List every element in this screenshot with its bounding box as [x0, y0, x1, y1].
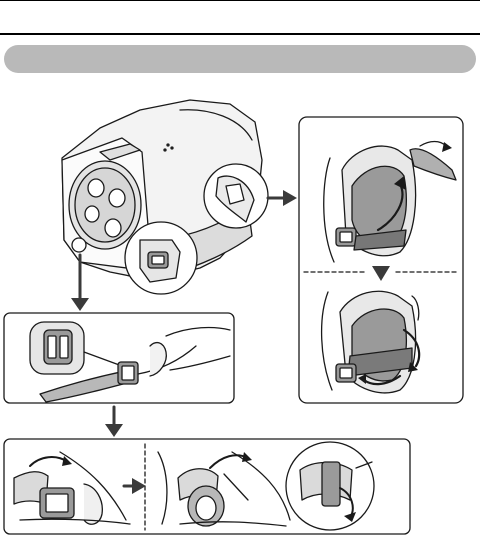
- strap-wrap-steps-panel: [299, 117, 463, 403]
- buckle-attach-panel: [4, 439, 410, 534]
- strap-detail-panel: [4, 313, 234, 403]
- camcorder-overview-illustration: [62, 100, 268, 294]
